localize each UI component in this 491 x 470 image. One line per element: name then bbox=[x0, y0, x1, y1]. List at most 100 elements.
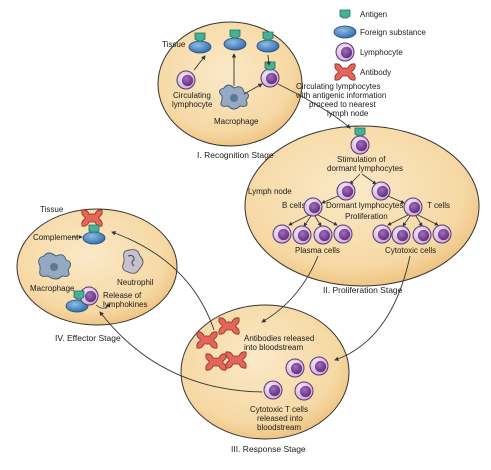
proliferation-label: Proliferation bbox=[345, 212, 388, 221]
plasma-cell-icon bbox=[333, 224, 353, 244]
legend: Antigen Foreign substance Lymphocyte Ant… bbox=[333, 9, 426, 81]
foreign-substance-icon bbox=[188, 40, 212, 54]
response-stage-title: III. Response Stage bbox=[231, 444, 306, 454]
antibody-legend-icon bbox=[334, 63, 356, 81]
antigen-icon bbox=[194, 32, 206, 42]
antigen-icon bbox=[354, 127, 366, 137]
effector-tissue-label: Tissue bbox=[40, 205, 64, 214]
macrophage-nucleus bbox=[50, 263, 58, 271]
plasma-cell-icon bbox=[272, 224, 292, 244]
antigen-icon bbox=[73, 290, 85, 300]
release-label-line1: Release of bbox=[103, 291, 142, 300]
dormant-lymphocytes-label: Dormant lymphocytes bbox=[326, 201, 403, 210]
proliferation-stage: Stimulation of dormant lymphocytes Lymph… bbox=[248, 127, 452, 295]
cyto-label-line3: bloodstream bbox=[257, 423, 301, 432]
cyto-label-line1: Cytotoxic T cells bbox=[250, 405, 308, 414]
arrow bbox=[266, 54, 271, 66]
complement-label: Complement bbox=[33, 233, 79, 242]
response-stage-ellipse bbox=[180, 304, 350, 440]
antigen-legend-icon bbox=[339, 9, 351, 19]
legend-antigen-label: Antigen bbox=[360, 10, 387, 19]
note-line-2: with antigenic information bbox=[295, 91, 386, 100]
arrow-plasma-to-bloodstream bbox=[261, 255, 319, 323]
lymphocyte-icon bbox=[260, 68, 280, 88]
b-cell-icon bbox=[303, 197, 323, 217]
migration-note: Circulating lymphocytes with antigenic i… bbox=[295, 82, 386, 118]
effector-stage-ellipse bbox=[16, 208, 178, 326]
t-cell-icon bbox=[403, 197, 423, 217]
arrow bbox=[321, 195, 339, 204]
release-label-line2: lymphokines bbox=[103, 300, 147, 309]
cytotoxic-cell-icon bbox=[391, 225, 411, 245]
arrow bbox=[387, 214, 409, 226]
legend-antibody-label: Antibody bbox=[360, 68, 391, 77]
arrow bbox=[417, 214, 439, 226]
cytotoxic-cell-icon bbox=[372, 224, 392, 244]
arrow bbox=[387, 195, 405, 204]
cytotoxic-t-cell-icon bbox=[263, 380, 283, 400]
arrow bbox=[415, 215, 423, 227]
effector-stage-title: IV. Effector Stage bbox=[55, 333, 121, 343]
note-line-4: lymph node bbox=[327, 109, 369, 118]
antigen-icon bbox=[262, 31, 274, 41]
cytotoxic-t-cell-icon bbox=[285, 358, 305, 378]
dormant-lymphocyte-icon bbox=[371, 181, 391, 201]
foreign-substance-legend-icon bbox=[333, 25, 357, 39]
arrow bbox=[243, 83, 263, 95]
arrow-tcells-to-effector bbox=[99, 311, 263, 393]
recognition-tissue-label: Tissue bbox=[162, 40, 186, 49]
lymph-node-label: Lymph node bbox=[248, 187, 292, 196]
cytotoxic-cells-label: Cytotoxic cells bbox=[385, 246, 436, 255]
arrow bbox=[349, 173, 361, 185]
plasma-cell-icon bbox=[313, 225, 333, 245]
stimulation-line1: Stimulation of bbox=[337, 155, 386, 164]
plasma-cells-label: Plasma cells bbox=[295, 246, 340, 255]
plasma-cell-icon bbox=[292, 225, 312, 245]
foreign-substance-icon bbox=[256, 39, 280, 53]
recognition-stage-title: I. Recognition Stage bbox=[197, 150, 274, 160]
b-cells-label: B cells bbox=[282, 201, 306, 210]
antigen-icon bbox=[229, 29, 241, 39]
note-line-1: Circulating lymphocytes bbox=[296, 82, 380, 91]
effector-macrophage-label: Macrophage bbox=[30, 284, 75, 293]
arrow bbox=[361, 173, 377, 185]
cytotoxic-t-cell-icon bbox=[294, 381, 314, 401]
t-cells-label: T cells bbox=[427, 201, 450, 210]
stimulation-line2: dormant lymphocytes bbox=[327, 164, 403, 173]
proliferation-stage-ellipse bbox=[244, 125, 480, 287]
proliferation-stage-title: II. Proliferation Stage bbox=[323, 285, 403, 295]
circulating-label-line2: lymphocyte bbox=[172, 100, 213, 109]
antigen-icon bbox=[264, 61, 276, 71]
arrow-antibodies-to-effector bbox=[111, 231, 215, 331]
recognition-stage-ellipse bbox=[157, 21, 303, 147]
circulating-label-line1: Circulating bbox=[173, 91, 211, 100]
arrow bbox=[95, 303, 111, 309]
arrow-recognition-to-node bbox=[277, 83, 351, 129]
arrow bbox=[402, 215, 411, 227]
cyto-label-line2: released into bbox=[257, 414, 303, 423]
antibodies-label-line1: Antibodies released bbox=[244, 334, 314, 343]
arrow-cytotoxic-to-response bbox=[334, 255, 411, 361]
lymphocyte-legend-icon bbox=[335, 42, 355, 62]
arrow bbox=[303, 215, 312, 227]
arrow bbox=[288, 214, 310, 226]
note-line-3: proceed to nearest bbox=[309, 100, 376, 109]
circulating-lymphocyte-icon bbox=[176, 70, 196, 90]
lymphocyte-icon bbox=[350, 135, 370, 155]
cytotoxic-t-cell-icon bbox=[309, 356, 329, 376]
arrow bbox=[314, 215, 322, 227]
dormant-lymphocyte-icon bbox=[336, 181, 356, 201]
neutrophil-label: Neutrophil bbox=[117, 278, 154, 287]
foreign-substance-icon bbox=[82, 231, 106, 245]
legend-lymphocyte-label: Lymphocyte bbox=[360, 48, 403, 57]
recognition-macrophage-label: Macrophage bbox=[214, 117, 259, 126]
arrow bbox=[193, 55, 206, 71]
legend-foreign-label: Foreign substance bbox=[360, 28, 426, 37]
antibodies-label-line2: into bloodstream bbox=[244, 343, 303, 352]
recognition-stage: Tissue Circulating lymphocyte Macrophage… bbox=[162, 29, 280, 160]
cytotoxic-cell-icon bbox=[432, 224, 452, 244]
response-stage: Antibodies released into bloodstream Cyt… bbox=[196, 317, 329, 454]
neutrophil-nucleus bbox=[127, 254, 135, 267]
cytotoxic-cell-icon bbox=[412, 225, 432, 245]
